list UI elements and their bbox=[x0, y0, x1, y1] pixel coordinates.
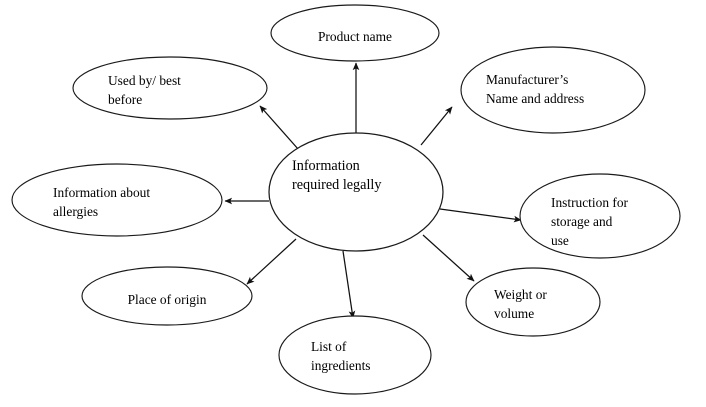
node-center[interactable]: Information required legally bbox=[268, 132, 444, 252]
connector-center-to-list-of-ingredients bbox=[342, 250, 356, 319]
connector-center-to-place-of-origin bbox=[246, 238, 297, 285]
node-label-line: List of bbox=[311, 339, 347, 354]
node-label-instruction-storage-use: Instruction for storage and use bbox=[551, 195, 629, 248]
node-label-line: use bbox=[551, 233, 569, 248]
node-label-line: Information bbox=[292, 158, 360, 174]
node-label-center: Information required legally bbox=[292, 158, 382, 193]
node-shape-list-of-ingredients bbox=[278, 315, 432, 395]
node-place-of-origin[interactable]: Place of origin bbox=[81, 266, 253, 326]
node-shape-used-by-best-before bbox=[72, 56, 268, 120]
connector-center-to-weight-or-volume bbox=[422, 234, 475, 282]
node-label-line: allergies bbox=[53, 204, 98, 219]
node-label-line: before bbox=[108, 92, 142, 107]
node-weight-or-volume[interactable]: Weight or volume bbox=[465, 267, 601, 337]
node-used-by-best-before[interactable]: Used by/ best before bbox=[72, 56, 268, 120]
node-label-line: required legally bbox=[292, 177, 382, 193]
connector-layer bbox=[224, 62, 522, 319]
node-information-about-allergies[interactable]: Information about allergies bbox=[11, 163, 223, 237]
node-shape-product-name bbox=[270, 4, 440, 62]
node-label-list-of-ingredients: List of ingredients bbox=[311, 339, 371, 373]
node-label-line: Name and address bbox=[486, 91, 584, 106]
node-shape-place-of-origin bbox=[81, 266, 253, 326]
node-shape-information-about-allergies bbox=[11, 163, 223, 237]
node-label-line: volume bbox=[494, 306, 534, 321]
node-label-line: Information about bbox=[53, 185, 150, 200]
node-label-line: Place of origin bbox=[128, 292, 207, 307]
node-label-weight-or-volume: Weight or volume bbox=[494, 287, 547, 321]
node-label-product-name: Product name bbox=[318, 29, 392, 44]
node-shape-instruction-storage-use bbox=[519, 173, 681, 259]
node-label-line: ingredients bbox=[311, 358, 371, 373]
node-label-line: storage and bbox=[551, 214, 613, 229]
node-label-line: Weight or bbox=[494, 287, 547, 302]
node-label-information-about-allergies: Information about allergies bbox=[53, 185, 150, 219]
connector-center-to-manufacturer-name-address bbox=[420, 106, 453, 146]
node-shape-weight-or-volume bbox=[465, 267, 601, 337]
node-shape-center bbox=[268, 132, 444, 252]
node-label-place-of-origin: Place of origin bbox=[128, 292, 207, 307]
node-label-used-by-best-before: Used by/ best before bbox=[108, 73, 181, 107]
node-label-line: Instruction for bbox=[551, 195, 629, 210]
connector-center-to-instruction-storage-use bbox=[439, 208, 522, 223]
node-list-of-ingredients[interactable]: List of ingredients bbox=[278, 315, 432, 395]
node-shape-manufacturer-name-address bbox=[460, 46, 646, 134]
node-instruction-storage-use[interactable]: Instruction for storage and use bbox=[519, 173, 681, 259]
node-label-line: Manufacturer’s bbox=[486, 72, 568, 87]
node-product-name[interactable]: Product name bbox=[270, 4, 440, 62]
node-label-line: Used by/ best bbox=[108, 73, 181, 88]
node-label-line: Product name bbox=[318, 29, 392, 44]
